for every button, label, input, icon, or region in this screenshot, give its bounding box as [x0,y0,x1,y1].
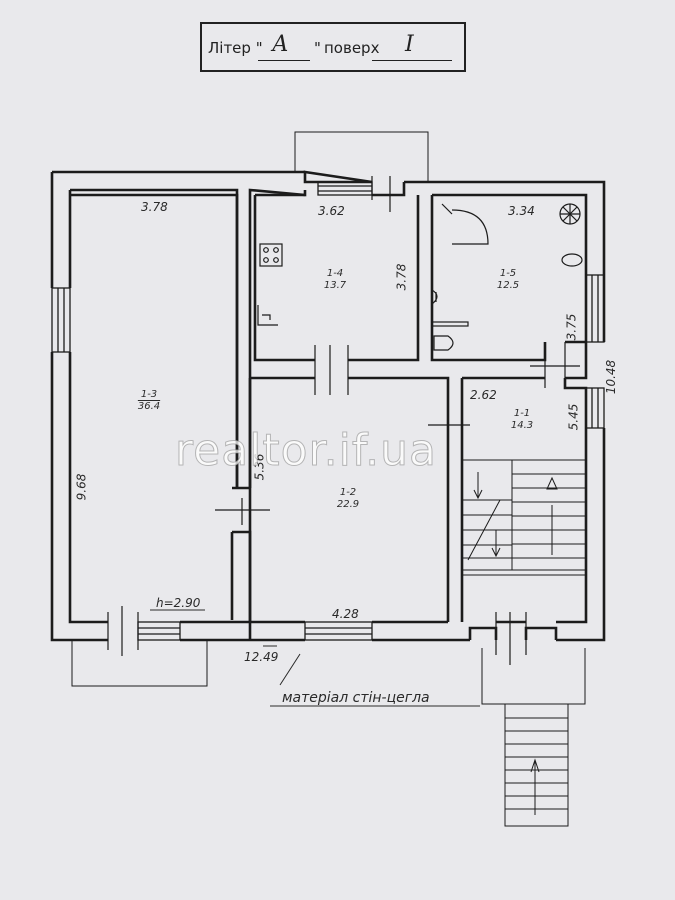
outer-wall [50,170,606,642]
room-1-5-area: 12.5 [496,280,520,291]
floor-value: І [405,32,414,57]
room-1-2-area: 22.9 [336,499,360,510]
room-1-5-number: 1-5 [499,268,517,279]
dim-room-1-1-height: 5.45 [566,403,581,431]
liter-label: Літер " [208,39,263,57]
liter-underline [258,60,310,61]
dim-room-1-3-width: 3.78 [141,200,168,214]
floor-underline [372,60,452,61]
material-note: матеріал стін-цегла [282,690,430,706]
floor-label: поверх [324,39,380,57]
room-1-1-area: 14.3 [510,420,534,431]
liter-quote-close: " [314,39,321,57]
dim-room-1-4-height: 3.78 [394,263,409,291]
dim-room-1-3-height: 9.68 [74,473,89,501]
dim-right-total: 10.48 [604,359,619,395]
room-1-3-area: 36.4 [137,401,161,412]
title-block [200,22,466,72]
watermark: realtor.if.ua [175,425,437,477]
ceiling-height: h=2.90 [156,596,201,610]
dim-room-1-5-width: 3.34 [508,204,535,218]
dim-total-width: 12.49 [244,650,279,664]
room-1-4-area: 13.7 [323,280,347,291]
dim-room-1-2-width: 4.28 [332,607,359,621]
dim-room-1-4-width: 3.62 [318,204,345,218]
liter-value: А [272,32,289,57]
room-1-4-number: 1-4 [326,268,344,279]
dim-room-1-5-height: 3.75 [564,313,579,341]
room-1-2-number: 1-2 [339,487,357,498]
dim-room-1-1-width: 2.62 [470,388,497,402]
room-1-3-number: 1-3 [140,389,158,400]
room-1-1-number: 1-1 [513,408,531,419]
